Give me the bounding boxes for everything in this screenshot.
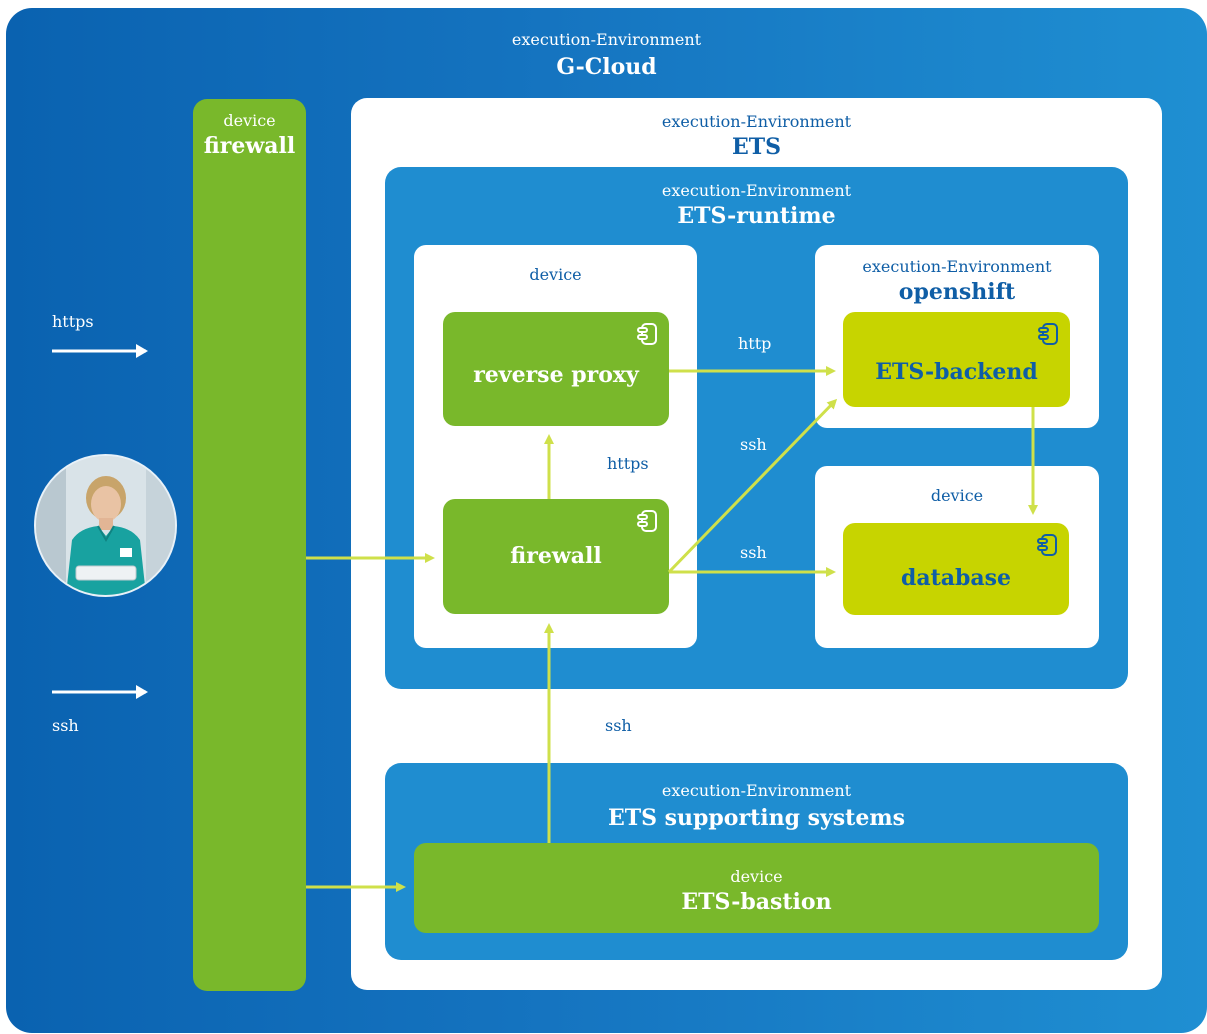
uml-component-icon [1037, 534, 1057, 556]
openshift-stereotype: execution-Environment [862, 257, 1052, 276]
ssh-backend-connection-label: ssh [740, 435, 767, 454]
reverse-proxy-component: reverse proxy [443, 312, 669, 426]
database-component: database [843, 523, 1069, 615]
external-https-label: https [52, 312, 94, 331]
supporting-title: ETS supporting systems [607, 805, 906, 831]
firewall-component: firewall [443, 499, 669, 614]
bastion-stereotype: device [730, 867, 783, 886]
https-connection-label: https [607, 454, 649, 473]
reverse-proxy-label: reverse proxy [473, 362, 639, 388]
ssh-bastion-connection-label: ssh [605, 716, 632, 735]
user-photo [34, 454, 177, 597]
nurse-figure-icon [36, 456, 175, 595]
external-ssh-label: ssh [52, 716, 79, 735]
database-device-stereotype: device [930, 486, 984, 505]
ets-runtime-title: ETS-runtime [677, 203, 836, 229]
gcloud-header: execution-Environment G-Cloud [6, 30, 1207, 90]
gcloud-title: G-Cloud [556, 54, 657, 80]
edge-firewall-device: device firewall [193, 99, 306, 991]
openshift-title: openshift [898, 279, 1016, 305]
ssh-database-connection-label: ssh [740, 543, 767, 562]
bastion-title: ETS-bastion [681, 889, 832, 915]
uml-component-icon [1038, 323, 1058, 345]
ets-runtime-stereotype: execution-Environment [661, 181, 852, 200]
ets-backend-component: ETS-backend [843, 312, 1070, 407]
uml-component-icon [637, 323, 657, 345]
runtime-device-stereotype: device [529, 265, 582, 284]
database-label: database [900, 565, 1012, 591]
edge-firewall-stereotype: device [223, 111, 276, 130]
edge-firewall-title: firewall [203, 133, 296, 159]
uml-component-icon [637, 510, 657, 532]
ets-stereotype: execution-Environment [661, 112, 852, 131]
ets-bastion-device: device ETS-bastion [414, 843, 1099, 933]
firewall-label: firewall [510, 543, 602, 569]
ets-backend-label: ETS-backend [875, 359, 1038, 385]
supporting-stereotype: execution-Environment [661, 781, 852, 800]
http-connection-label: http [738, 334, 772, 353]
gcloud-stereotype: execution-Environment [511, 30, 702, 49]
firewall-to-backend-arrow [667, 398, 838, 574]
ets-title: ETS [731, 134, 782, 160]
